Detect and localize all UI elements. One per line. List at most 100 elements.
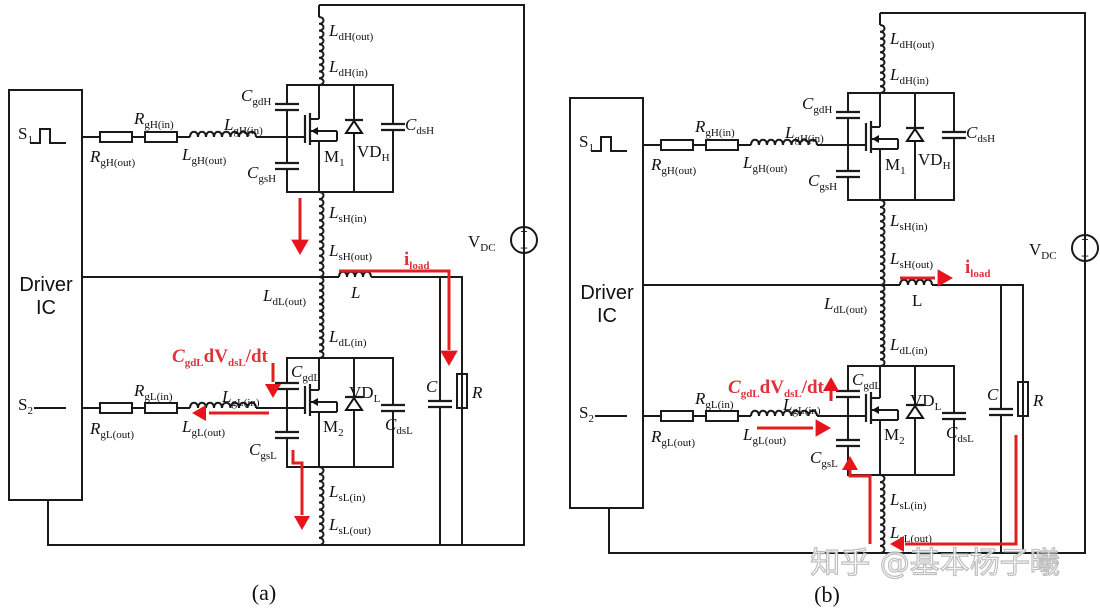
body-diode-low-icon <box>344 395 364 411</box>
driver-ic-label-line1: Driver <box>19 274 73 296</box>
label-sub: sH(out) <box>899 259 933 271</box>
label-main: L <box>889 65 899 84</box>
ld-high-in-label: LdH(in) <box>328 57 368 79</box>
label-main: L <box>742 153 752 172</box>
label-sub: sL(out) <box>338 525 371 537</box>
lg-low-out-label: LgL(out) <box>742 425 786 447</box>
label-main: /dt <box>801 377 825 398</box>
label-sub: gL(out) <box>100 429 134 441</box>
label-sub: H <box>943 160 951 172</box>
label-main: L <box>181 145 191 164</box>
label-sub: gdL <box>302 372 320 384</box>
label-sub: dsH <box>416 125 434 137</box>
label-main: L <box>328 21 338 40</box>
capacitor-gap <box>836 439 860 447</box>
rg-low-out-label: RgL(out) <box>650 427 695 449</box>
ld-high-out-label: LdH(out) <box>328 21 374 43</box>
label-main: L <box>742 425 752 444</box>
lg-high-out-icon <box>750 138 784 146</box>
ld-low-out-label: LdL(out) <box>823 294 867 316</box>
mosfet-m1-icon <box>303 85 338 192</box>
label-sub: gH(out) <box>191 155 226 167</box>
source-inductor-high-icon <box>318 191 325 278</box>
lg-low-in-label: LgL(in) <box>221 387 260 409</box>
label-sub: gH(out) <box>661 165 696 177</box>
label-sub: gH(out) <box>100 157 135 169</box>
rg-low-out-icon <box>99 402 133 414</box>
mosfet-arrow-icon <box>872 406 879 414</box>
drain-inductor-high-icon <box>318 16 325 86</box>
iload-path <box>339 269 451 350</box>
dc-source-icon <box>510 226 538 254</box>
rg-low-in-icon <box>144 402 178 414</box>
m1-label: M1 <box>324 147 345 169</box>
label-sub: dL(out) <box>833 304 867 316</box>
rg-low-out-icon <box>660 410 694 422</box>
capacitor-gap <box>989 408 1013 416</box>
label-sub: gdH <box>813 104 832 116</box>
mosfet-arrow-icon <box>872 135 879 143</box>
label-sub: gL(in) <box>231 397 259 409</box>
high-side-package <box>847 92 955 201</box>
low-side-switch: LdL(out)LdL(in)CgdLCgsLCdsLM2VDLRgL(in)R… <box>82 276 413 546</box>
watermark-text: 知乎 @基本杨子曦 <box>810 546 1060 581</box>
miller-current-label: CgdLdVdsL/dt <box>172 346 269 369</box>
high-side-switch: LdH(out)LdH(in)CgdHCgsHCdsHM1VDHRgH(in)R… <box>643 13 995 286</box>
diode-triangle <box>344 119 364 134</box>
lg-low-in-icon <box>782 409 818 417</box>
lg-high-in-label: LgH(in) <box>223 115 263 137</box>
pulse-signal-icon <box>591 136 627 152</box>
label-main: dV <box>204 346 229 367</box>
diode-triangle <box>905 127 925 142</box>
label-main: M <box>884 425 899 444</box>
cgd-low-icon <box>836 389 860 399</box>
capacitor-gap <box>275 431 299 439</box>
label-sub: dH(in) <box>338 67 368 79</box>
label-sub: dH(out) <box>338 31 373 43</box>
capacitor-gap <box>428 400 452 408</box>
label-sub: gL(out) <box>191 427 225 439</box>
label-sub: L <box>374 393 381 405</box>
cds-high-icon <box>381 122 405 132</box>
label-sub: 1 <box>27 134 33 146</box>
ls-low-in-label: LsL(in) <box>889 490 927 512</box>
pulse-signal-icon <box>30 128 66 144</box>
label-sub: sH(in) <box>899 221 927 233</box>
label-main: L <box>889 335 899 354</box>
label-main: L <box>328 57 338 76</box>
vd-low-label: VDL <box>349 383 381 405</box>
driver-ic-box <box>569 97 644 509</box>
lg-low-out-label: LgL(out) <box>181 417 225 439</box>
rg-high-out-label: RgH(out) <box>89 147 136 169</box>
plus-sign: + <box>520 224 527 239</box>
s2-label: S2 <box>18 395 33 417</box>
load-resistor-icon <box>1017 381 1029 417</box>
label-sub: gH(in) <box>233 125 263 137</box>
label-main: L <box>889 29 899 48</box>
ld-low-in-label: LdL(in) <box>889 335 928 357</box>
label-main: M <box>323 417 338 436</box>
label-main: L <box>784 123 794 142</box>
label-sub: gH(in) <box>794 133 824 145</box>
label-main: L <box>889 490 899 509</box>
circuit-panel-b: DriverICS1S2+–VDCLdH(out)LdH(in)CgdHCgsH… <box>569 12 1099 607</box>
rg-high-out-icon <box>660 139 694 151</box>
mosfet-m2-icon <box>864 366 899 475</box>
label-main: R <box>650 155 662 174</box>
drain-inductor-low-icon <box>318 276 325 359</box>
label-main: R <box>694 117 706 136</box>
label-sub: gH(in) <box>705 127 735 139</box>
cds-low-label: CdsL <box>946 423 974 445</box>
label-sub: 2 <box>588 413 594 425</box>
diode-triangle <box>344 396 364 411</box>
label-main: L <box>181 417 191 436</box>
label-sub: dsL <box>228 357 246 369</box>
resistor-label: R <box>1032 391 1044 410</box>
label-sub: gsH <box>819 181 837 193</box>
rg-high-in-label: RgH(in) <box>133 109 174 131</box>
label-main: V <box>468 232 481 251</box>
label-main: L <box>889 249 899 268</box>
drain-inductor-high-icon <box>879 24 886 94</box>
label-sub: dH(in) <box>899 75 929 87</box>
m2-label: M2 <box>884 425 905 447</box>
